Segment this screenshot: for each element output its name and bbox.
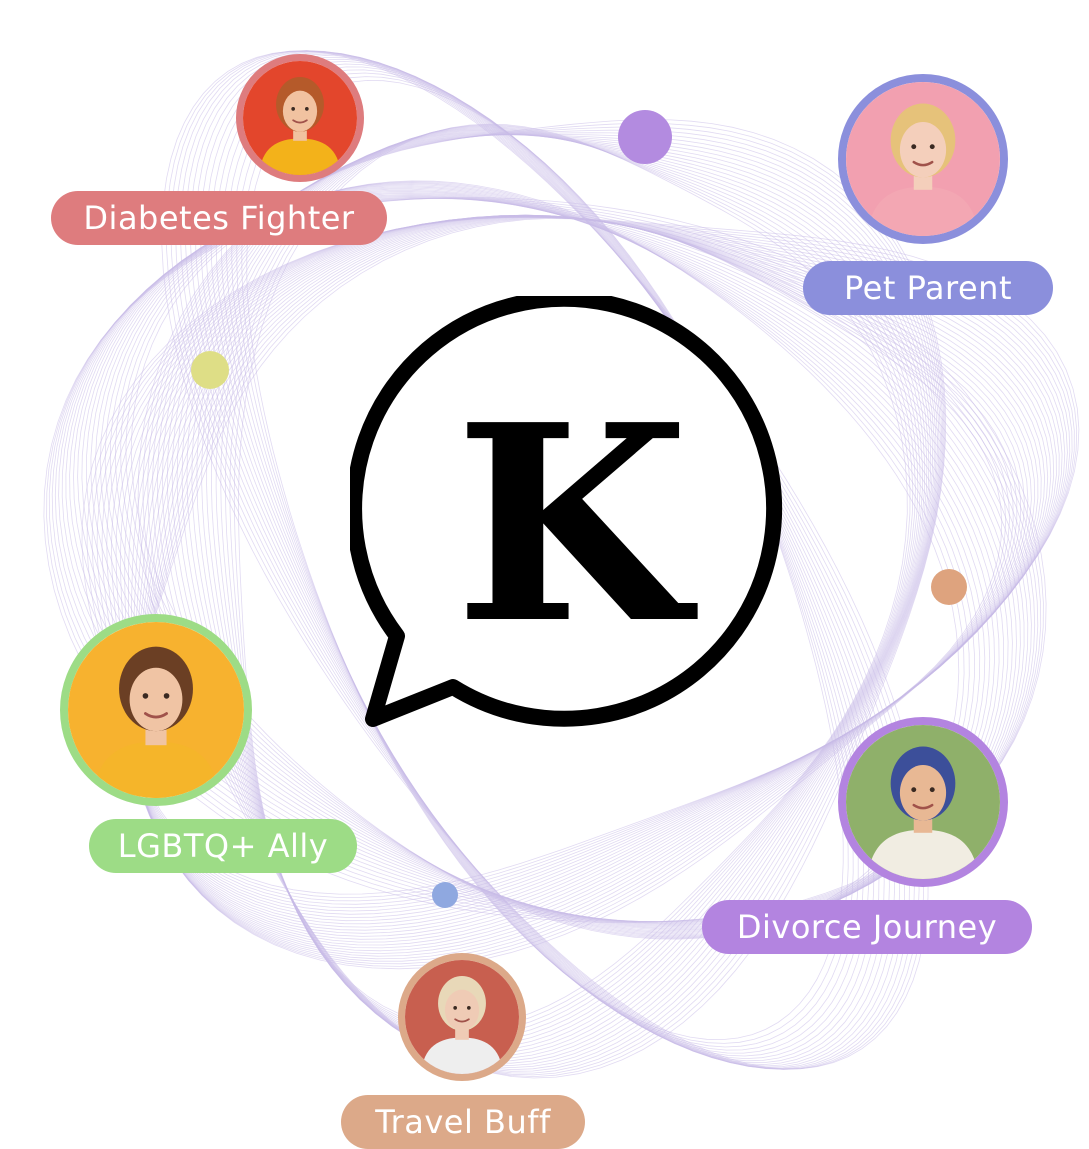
wave-line [125, 181, 965, 939]
wave-line [161, 50, 929, 1070]
person-smile [292, 119, 308, 124]
profile-avatar-diabetes-fighter[interactable] [236, 54, 364, 182]
wave-line [220, 126, 919, 1040]
wave-line [210, 128, 923, 1046]
profile-avatar-divorce-journey[interactable] [838, 717, 1008, 887]
wave-line [229, 125, 914, 1034]
decorative-dot-yellow [191, 351, 229, 389]
person-clothing [420, 1037, 504, 1074]
wave-line [238, 123, 908, 1027]
wave-line [176, 134, 937, 1064]
wave-line [181, 133, 935, 1062]
wave-line [104, 185, 986, 935]
person-smile [912, 803, 934, 810]
person-smile [144, 712, 168, 719]
person-eye-left [142, 693, 149, 699]
person-eye-right [929, 787, 935, 793]
speech-bubble-outline [350, 296, 783, 727]
wave-line [166, 134, 940, 1069]
decorative-dot-purple [618, 110, 672, 164]
wave-line [120, 182, 970, 938]
person-eye-right [163, 693, 170, 699]
wave-line [201, 130, 928, 1052]
wave-line [191, 131, 932, 1057]
person-eye-left [453, 1006, 457, 1010]
wave-line [43, 197, 1047, 923]
person-avatar-icon [846, 82, 1000, 236]
wave-line [206, 129, 926, 1049]
person-avatar-icon [68, 622, 244, 798]
person-face [129, 667, 183, 732]
profile-avatar-travel-buff[interactable] [398, 953, 526, 1081]
person-smile [454, 1018, 470, 1023]
logo-letter: K [455, 365, 700, 683]
person-avatar-icon [243, 61, 357, 175]
wave-line [215, 127, 921, 1043]
person-eye-left [291, 107, 295, 111]
wave-line [147, 126, 945, 1076]
person-face [282, 90, 318, 132]
wave-line [109, 184, 981, 936]
person-smile [912, 160, 934, 167]
person-avatar-icon [846, 725, 1000, 879]
person-clothing [258, 138, 342, 175]
wave-line [142, 122, 946, 1078]
person-clothing [867, 186, 979, 236]
wave-line [224, 125, 916, 1037]
decorative-dot-blue [432, 882, 458, 908]
wave-line [137, 119, 947, 1079]
wave-line [196, 131, 930, 1054]
profile-label-diabetes-fighter[interactable]: Diabetes Fighter [51, 191, 387, 245]
person-eye-left [911, 144, 917, 150]
speech-bubble-k-logo: K [350, 296, 783, 727]
profile-avatar-pet-parent[interactable] [838, 74, 1008, 244]
wave-line [171, 134, 938, 1066]
profile-label-pet-parent[interactable]: Pet Parent [803, 261, 1053, 315]
person-eye-left [911, 787, 917, 793]
wave-line [157, 132, 943, 1072]
profile-label-lgbtq-ally[interactable]: LGBTQ+ Ally [89, 819, 357, 873]
person-clothing [92, 741, 220, 798]
profile-label-travel-buff[interactable]: Travel Buff [341, 1095, 585, 1149]
person-face [899, 122, 947, 178]
wave-line [152, 129, 944, 1074]
person-face [444, 989, 480, 1031]
person-eye-right [467, 1006, 471, 1010]
wave-line [185, 51, 905, 1069]
decorative-dot-peach [931, 569, 967, 605]
person-avatar-icon [405, 960, 519, 1074]
profile-avatar-lgbtq-ally[interactable] [60, 614, 252, 806]
wave-line [161, 133, 941, 1071]
person-clothing [867, 829, 979, 879]
person-eye-right [305, 107, 309, 111]
person-face [899, 765, 947, 821]
wave-line [186, 132, 934, 1059]
wave-line [46, 197, 1044, 923]
person-eye-right [929, 144, 935, 150]
profile-label-divorce-journey[interactable]: Divorce Journey [702, 900, 1032, 954]
